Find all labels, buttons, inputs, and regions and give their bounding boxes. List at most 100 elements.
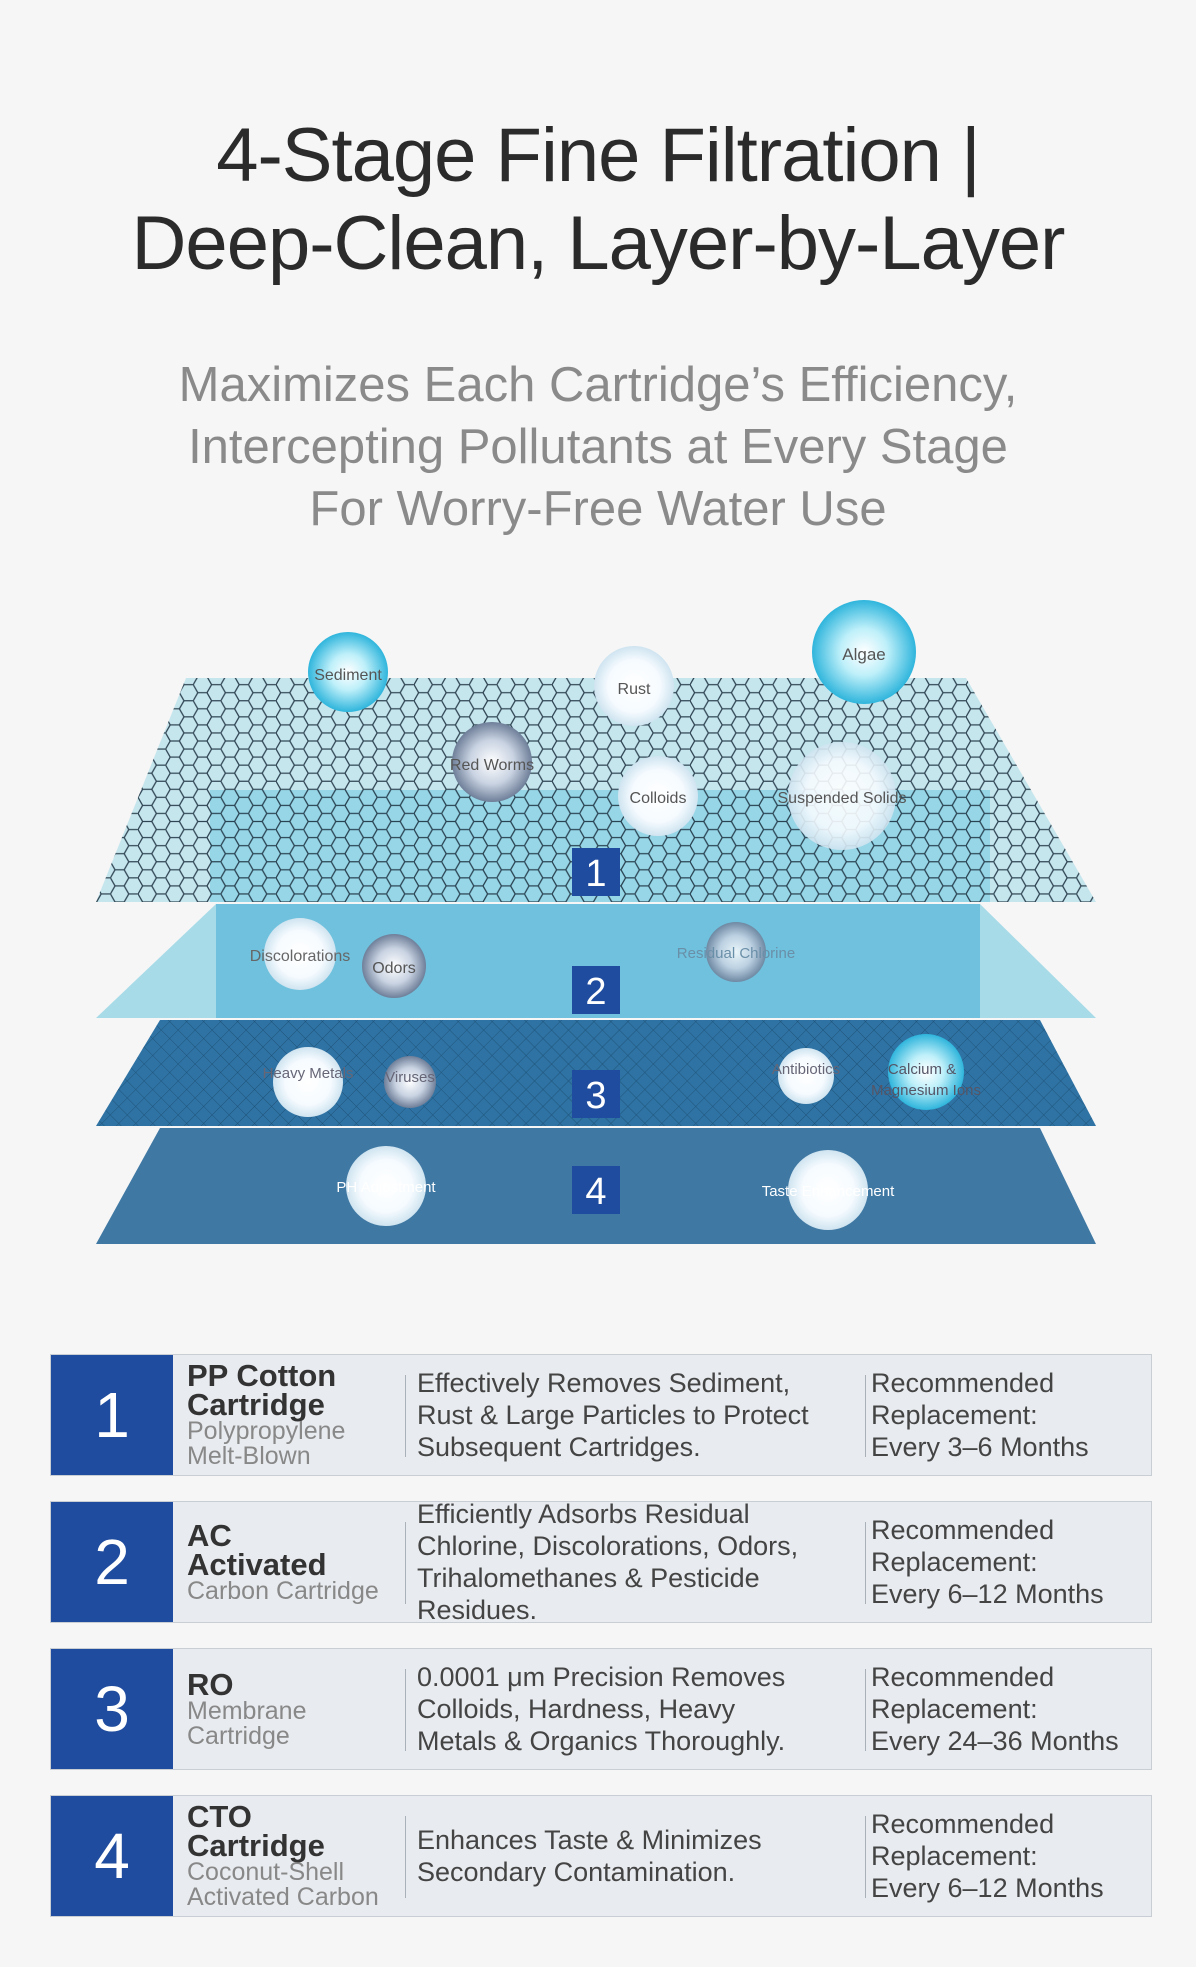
pollutant-discolorations: Discolorations: [250, 948, 350, 965]
subtitle-line-1: Maximizes Each Cartridge’s Efficiency,: [178, 358, 1018, 412]
badge-4-text: 4: [585, 1171, 606, 1213]
bubble-suspended-solids: [788, 742, 896, 850]
cartridge-name-main: AC: [187, 1517, 232, 1553]
cartridge-description: Effectively Removes Sediment,Rust & Larg…: [417, 1355, 865, 1475]
cartridge-name-sub: Cartridge: [187, 1721, 290, 1750]
bubble-antibiotics: [778, 1048, 834, 1104]
replacement-line: Replacement:: [871, 1841, 1038, 1871]
description-line: Efficiently Adsorbs Residual: [417, 1499, 750, 1529]
cartridge-name-main: RO: [187, 1666, 234, 1702]
bubble-discolorations: [264, 918, 336, 990]
layer-badge-1: 1: [572, 848, 620, 896]
filtration-layers-diagram: 1 2 3 4 Sediment Rust Algae Red Worms Co…: [96, 600, 1096, 1244]
bubble-calcium-magnesium: [888, 1034, 964, 1110]
description-line: Enhances Taste & Minimizes: [417, 1825, 762, 1855]
divider: [405, 1816, 406, 1898]
cartridge-name-sub: Membrane: [187, 1696, 307, 1725]
pollutant-viruses: Viruses: [385, 1069, 435, 1086]
divider: [865, 1669, 866, 1751]
bubble-residual-chlorine: [706, 922, 766, 982]
cartridge-number: 2: [51, 1502, 173, 1622]
bubble-ph-adjustment: [346, 1146, 426, 1226]
description-line: Residues.: [417, 1595, 538, 1625]
bubble-red-worms: [452, 722, 532, 802]
bubble-colloids: [618, 756, 698, 836]
bubble-viruses: [384, 1056, 436, 1108]
badge-3-text: 3: [585, 1075, 606, 1117]
cartridge-name-sub: Activated Carbon: [187, 1883, 379, 1911]
replacement-line: Recommended: [871, 1662, 1055, 1692]
description-line: Trihalomethanes & Pesticide: [417, 1563, 760, 1593]
pollutant-odors: Odors: [372, 960, 416, 977]
cartridge-number: 1: [51, 1355, 173, 1475]
description-line: Subsequent Cartridges.: [417, 1432, 701, 1462]
bubble-rust: [594, 646, 674, 726]
divider: [405, 1522, 406, 1604]
divider: [405, 1375, 406, 1457]
bubble-algae: [812, 600, 916, 704]
description-line: Metals & Organics Thoroughly.: [417, 1726, 786, 1756]
cartridge-number: 3: [51, 1649, 173, 1769]
cartridge-name-main: Cartridge: [187, 1387, 325, 1422]
description-line: Effectively Removes Sediment,: [417, 1368, 791, 1398]
bubble-odors: [362, 934, 426, 998]
divider: [405, 1669, 406, 1751]
description-line: Chlorine, Discolorations, Odors,: [417, 1531, 799, 1561]
description-line: Colloids, Hardness, Heavy: [417, 1694, 736, 1724]
replacement-line: Every 24–36 Months: [871, 1726, 1119, 1756]
divider: [865, 1375, 866, 1457]
page-subtitle: Maximizes Each Cartridge’s Efficiency, I…: [0, 354, 1196, 540]
title-line-2: Deep-Clean, Layer-by-Layer: [131, 201, 1066, 286]
layer-badge-4: 4: [572, 1166, 620, 1214]
pollutant-magnesium-ions: Magnesium Ions: [871, 1082, 981, 1099]
description-line: 0.0001 μm Precision Removes: [417, 1662, 786, 1692]
pollutant-heavy-metals: Heavy Metals: [263, 1065, 354, 1082]
replacement-line: Replacement:: [871, 1694, 1038, 1724]
badge-2-text: 2: [585, 971, 606, 1013]
subtitle-line-2: Intercepting Pollutants at Every Stage: [188, 420, 1008, 474]
pollutant-sediment: Sediment: [314, 667, 382, 684]
cartridge-name-sub: Coconut-Shell: [187, 1858, 345, 1886]
replacement-line: Replacement:: [871, 1400, 1038, 1430]
replacement-line: Every 3–6 Months: [871, 1432, 1089, 1462]
replacement-line: Replacement:: [871, 1547, 1038, 1577]
layer-badge-2: 2: [572, 966, 620, 1014]
bubble-sediment: [308, 632, 388, 712]
pollutant-red-worms: Red Worms: [450, 757, 534, 774]
pollutant-residual-chlorine: Residual Chlorine: [677, 945, 795, 962]
cartridge-name-main: CTO: [187, 1799, 252, 1834]
layer-badge-3: 3: [572, 1070, 620, 1118]
pollutant-calcium: Calcium &: [888, 1061, 956, 1078]
divider: [865, 1522, 866, 1604]
cartridge-description-text: Effectively Removes Sediment,Rust & Larg…: [417, 1367, 809, 1463]
badge-1-text: 1: [585, 853, 606, 895]
pollutant-antibiotics: Antibiotics: [772, 1061, 840, 1078]
cartridge-name-sub: Carbon Cartridge: [187, 1576, 379, 1605]
pollutant-suspended-solids: Suspended Solids: [778, 790, 907, 807]
cartridge-name-sub: Melt-Blown: [187, 1442, 311, 1470]
bubble-taste-enhancement: [788, 1150, 868, 1230]
cartridge-number: 4: [51, 1796, 173, 1916]
pollutant-colloids: Colloids: [630, 790, 687, 807]
title-line-1: 4-Stage Fine Filtration |: [216, 113, 981, 198]
description-line: Rust & Large Particles to Protect: [417, 1400, 809, 1430]
subtitle-line-3: For Worry-Free Water Use: [309, 482, 887, 536]
pollutant-algae: Algae: [842, 645, 885, 664]
replacement-line: Recommended: [871, 1368, 1055, 1398]
replacement-line: Every 6–12 Months: [871, 1873, 1104, 1903]
